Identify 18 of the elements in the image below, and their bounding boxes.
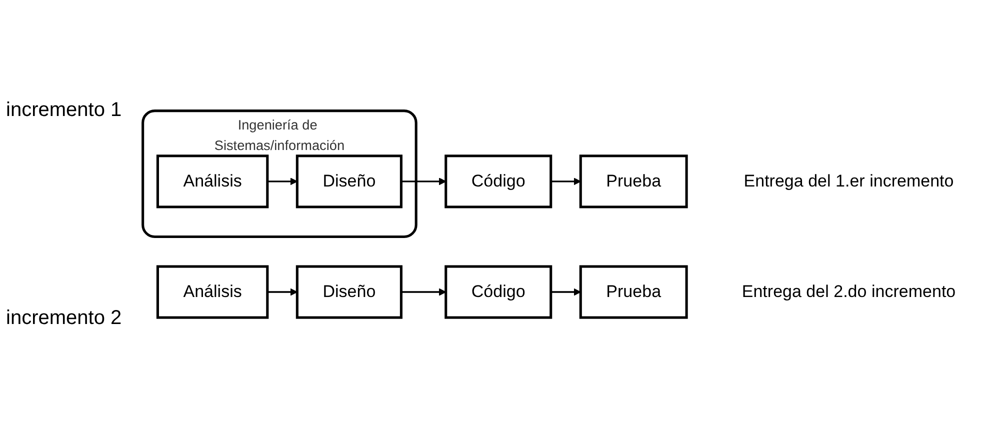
- increment-label: incremento 2: [6, 306, 123, 330]
- arrow: [550, 288, 581, 296]
- node-box: Prueba: [579, 154, 688, 208]
- node-box: Análisis: [156, 154, 269, 208]
- node-box: Código: [444, 154, 552, 208]
- node-box: Prueba: [579, 265, 688, 319]
- arrow: [401, 288, 446, 296]
- node-box: Diseño: [296, 154, 402, 208]
- arrow: [267, 178, 298, 185]
- arrow: [550, 178, 581, 185]
- node-label: Entrega del 2.do incremento: [742, 282, 956, 302]
- increment-label: incremento 1: [6, 98, 123, 122]
- node-box: Código: [444, 265, 552, 319]
- arrow: [267, 288, 298, 296]
- arrow: [401, 178, 446, 185]
- node-box: Diseño: [296, 265, 402, 319]
- node-box: Análisis: [156, 265, 269, 319]
- node-label: Entrega del 1.er incremento: [744, 172, 954, 191]
